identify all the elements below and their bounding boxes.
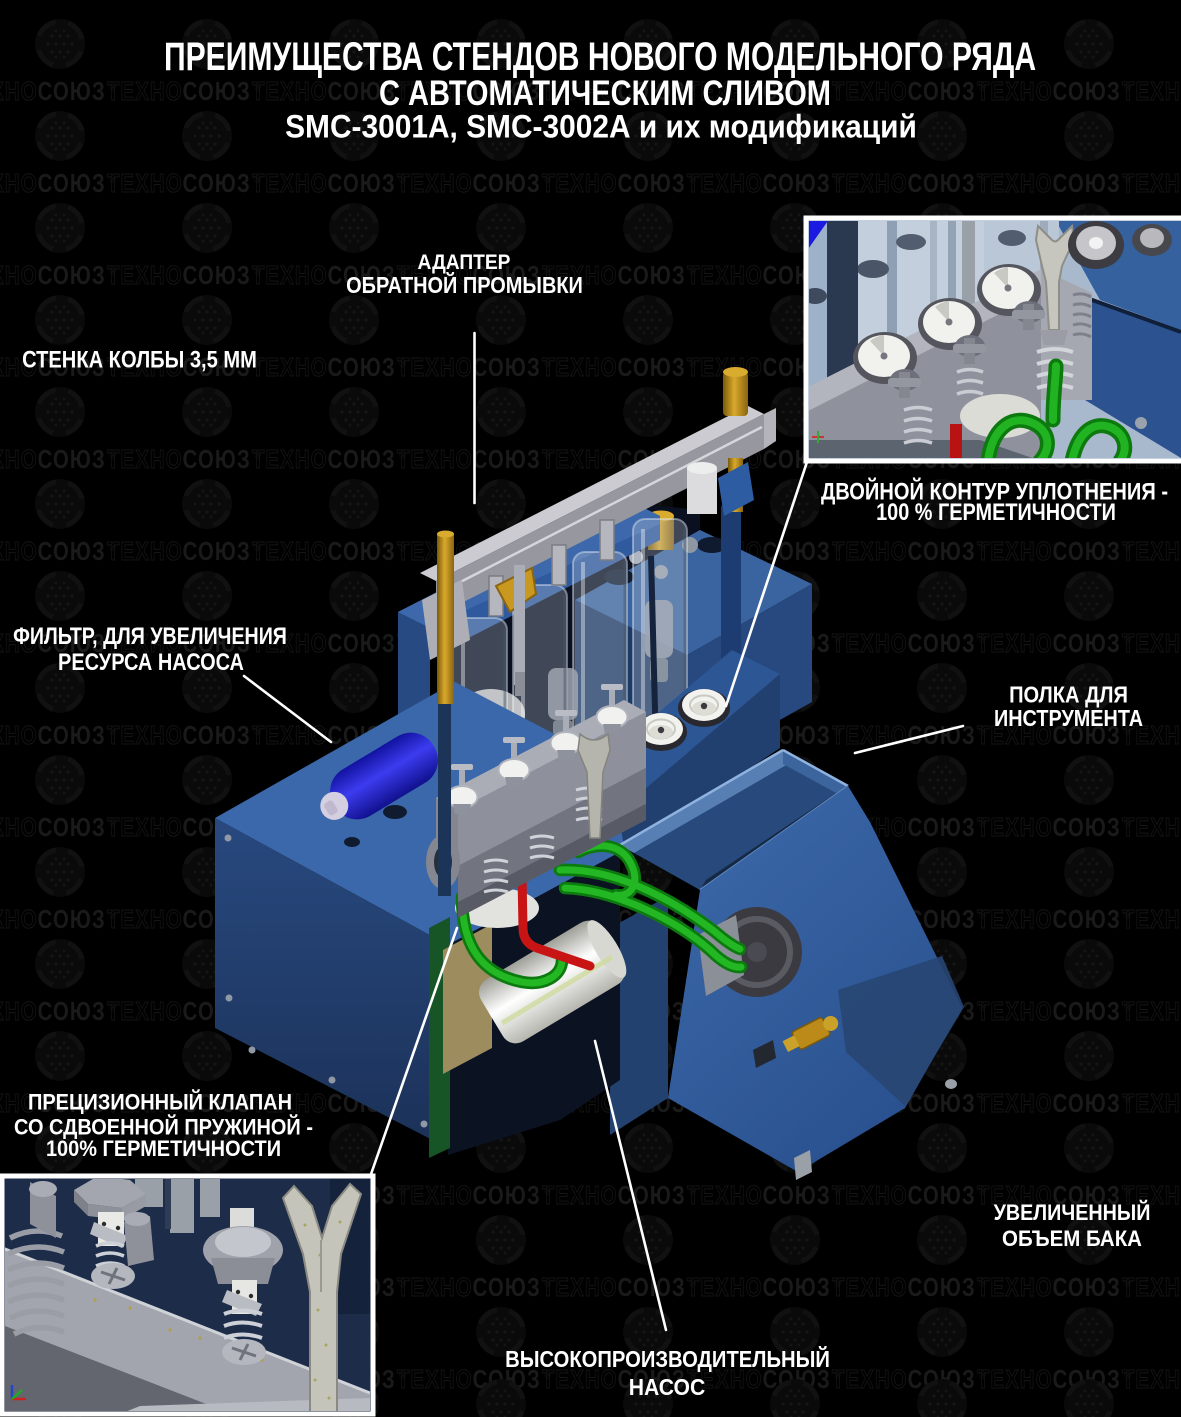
svg-text:ОБРАТНОЙ ПРОМЫВКИ: ОБРАТНОЙ ПРОМЫВКИ [346,272,583,299]
svg-text:РЕСУРСА НАСОСА: РЕСУРСА НАСОСА [58,648,244,675]
svg-text:ОБЪЕМ БАКА: ОБЪЕМ БАКА [1002,1226,1142,1251]
svg-text:АДАПТЕР: АДАПТЕР [418,251,511,274]
svg-text:ПРЕЦИЗИОННЫЙ КЛАПАН: ПРЕЦИЗИОННЫЙ КЛАПАН [28,1090,292,1115]
svg-text:ИНСТРУМЕНТА: ИНСТРУМЕНТА [994,706,1143,732]
svg-text:СО СДВОЕННОЙ ПРУЖИНОЙ -: СО СДВОЕННОЙ ПРУЖИНОЙ - [14,1114,313,1139]
svg-text:НАСОС: НАСОС [629,1374,706,1400]
svg-text:СТЕНКА КОЛБЫ 3,5 ММ: СТЕНКА КОЛБЫ 3,5 ММ [22,346,257,373]
svg-text:100 % ГЕРМЕТИЧНОСТИ: 100 % ГЕРМЕТИЧНОСТИ [876,498,1116,525]
svg-text:ДВОЙНОЙ КОНТУР УПЛОТНЕНИЯ -: ДВОЙНОЙ КОНТУР УПЛОТНЕНИЯ - [821,478,1168,505]
svg-text:УВЕЛИЧЕННЫЙ: УВЕЛИЧЕННЫЙ [994,1200,1151,1225]
svg-text:100% ГЕРМЕТИЧНОСТИ: 100% ГЕРМЕТИЧНОСТИ [46,1137,281,1161]
svg-text:ПРЕИМУЩЕСТВА СТЕНДОВ НОВОГО МО: ПРЕИМУЩЕСТВА СТЕНДОВ НОВОГО МОДЕЛЬНОГО Р… [164,34,1036,79]
svg-text:С АВТОМАТИЧЕСКИМ СЛИВОМ: С АВТОМАТИЧЕСКИМ СЛИВОМ [379,73,831,112]
svg-text:SMC-3001А, SMC-3002А и их моди: SMC-3001А, SMC-3002А и их модификаций [285,109,917,145]
svg-text:ПОЛКА ДЛЯ: ПОЛКА ДЛЯ [1009,681,1128,708]
svg-text:ФИЛЬТР, ДЛЯ УВЕЛИЧЕНИЯ: ФИЛЬТР, ДЛЯ УВЕЛИЧЕНИЯ [13,622,287,649]
svg-text:ВЫСОКОПРОИЗВОДИТЕЛЬНЫЙ: ВЫСОКОПРОИЗВОДИТЕЛЬНЫЙ [505,1346,830,1373]
